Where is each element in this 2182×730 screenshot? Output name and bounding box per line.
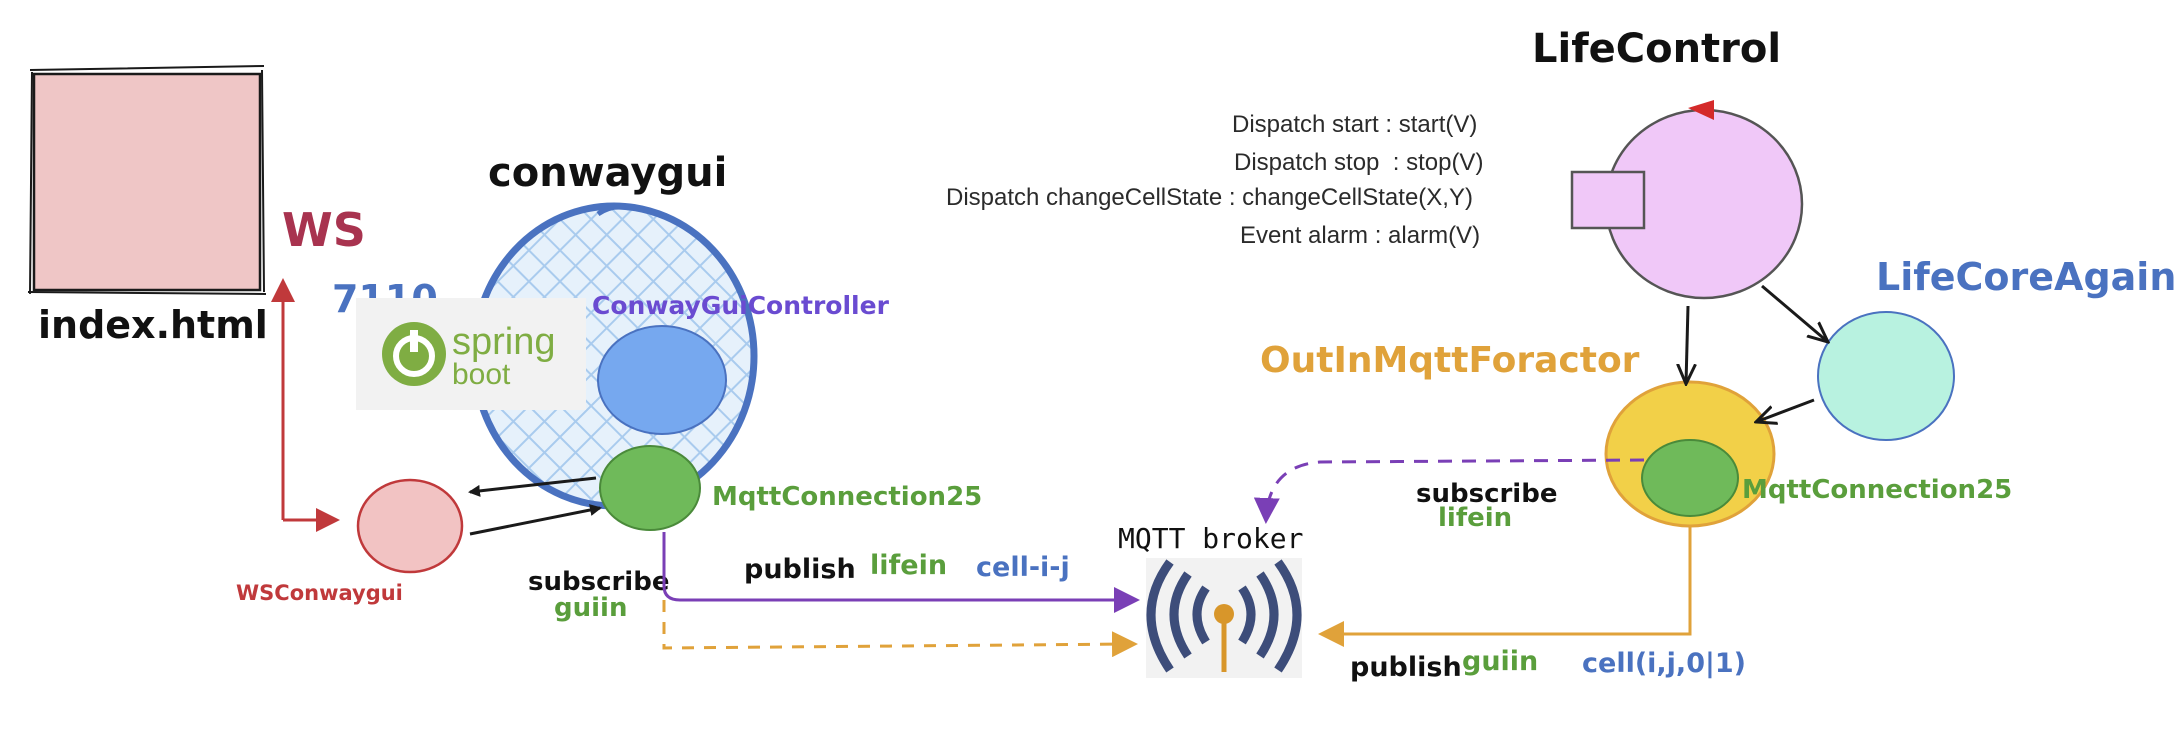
publish-lifein-arrow (662, 532, 1140, 613)
ws-conwaygui-node (356, 478, 464, 574)
ws-label: WS (282, 203, 366, 257)
publish-guiin-arrow (1318, 526, 1692, 647)
mqtt-connection-right-node (1641, 439, 1739, 517)
conwaygui-title: conwaygui (488, 150, 727, 196)
ws-to-mqtt-arrow (469, 504, 602, 536)
lifein-left-label: lifein (870, 550, 947, 581)
spring-boot-logo: spring boot (356, 298, 586, 410)
life-control-alarm-marker (1688, 100, 1714, 120)
publish-right-label: publish (1350, 652, 1462, 683)
spring-text: spring (452, 321, 556, 363)
lifecontrol-to-lifecore-arrow (1761, 284, 1828, 342)
dispatch-stop-text: Dispatch stop : stop(V) (1234, 149, 1483, 176)
guiin-left-label: guiin (554, 593, 627, 623)
lifecontrol-to-outin-arrow (1686, 305, 1688, 384)
life-core-again-node (1817, 311, 1955, 441)
event-alarm-text: Event alarm : alarm(V) (1240, 222, 1480, 249)
guiin-right-label: guiin (1462, 646, 1538, 677)
outin-mqtt-title: OutInMqttForactor (1260, 340, 1640, 381)
conwaygui-circle-squiggle (596, 204, 631, 217)
boot-text: boot (452, 358, 511, 391)
subscribe-right-label: subscribe (1416, 479, 1557, 509)
dispatch-start-text: Dispatch start : start(V) (1232, 111, 1477, 138)
conway-gui-controller-label: ConwayGuiController (592, 291, 890, 320)
cell-ij-label: cell-i-j (976, 552, 1070, 583)
mqtt-connection-right-label: MqttConnection25 (1742, 475, 2012, 505)
publish-left-label: publish (744, 554, 856, 585)
conway-gui-controller-node (597, 325, 727, 435)
index-page-box (27, 65, 267, 295)
subscribe-lifein-arrow (1253, 458, 1645, 524)
mqtt-connection-left-node (599, 445, 701, 531)
ws-conwaygui-label: WSConwaygui (236, 581, 403, 605)
dispatch-change-text: Dispatch changeCellState : changeCellSta… (946, 184, 1473, 211)
cell-result-label: cell(i,j,0|1) (1582, 648, 1746, 679)
subscribe-guiin-arrow (662, 600, 1138, 658)
life-control-port (1570, 170, 1646, 230)
life-core-again-title: LifeCoreAgain (1876, 255, 2176, 299)
mqtt-to-ws-arrow (468, 476, 597, 497)
lifein-right-label: lifein (1438, 503, 1512, 533)
mqtt-broker-label: MQTT broker (1118, 522, 1303, 555)
life-control-title: LifeControl (1532, 26, 1781, 72)
mqtt-connection-left-label: MqttConnection25 (712, 482, 982, 512)
lifecore-to-outin-arrow (1756, 398, 1815, 422)
subscribe-left-label: subscribe (528, 567, 669, 597)
index-html-label: index.html (38, 303, 268, 347)
mqtt-broker-icon (1146, 558, 1302, 678)
